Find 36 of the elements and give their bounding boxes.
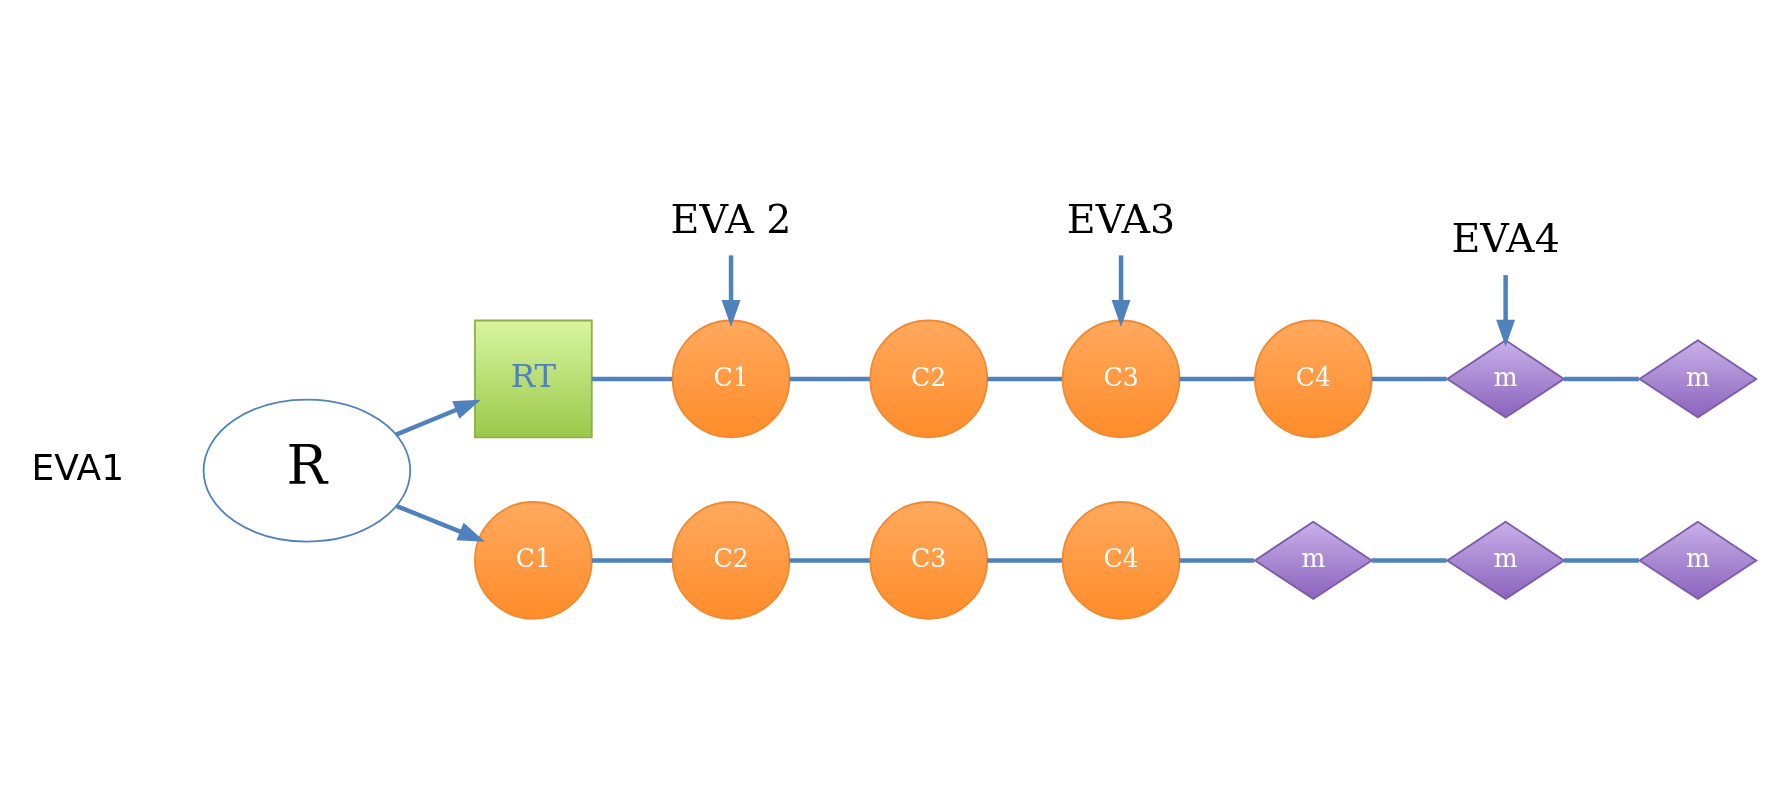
- arrow: [1496, 274, 1516, 347]
- connector: [987, 376, 1062, 381]
- node-circle: C2: [869, 319, 989, 438]
- arrow: [721, 254, 741, 327]
- arrow: [395, 399, 481, 437]
- connector: [789, 557, 870, 563]
- node-ellipse: R: [202, 398, 412, 542]
- node-circle: C1: [474, 500, 593, 620]
- node-circle: C1: [671, 319, 791, 438]
- arrow: [395, 503, 486, 542]
- node-circle: C4: [1061, 500, 1181, 620]
- node-diamond: m: [1445, 338, 1566, 419]
- connector: [591, 376, 673, 381]
- connector: [1179, 376, 1255, 381]
- label: EVA1: [31, 446, 124, 488]
- connector: [789, 376, 870, 381]
- connector: [591, 557, 673, 563]
- connector: [1371, 376, 1447, 381]
- node-diamond: m: [1253, 520, 1374, 600]
- node-circle: C4: [1254, 319, 1373, 438]
- connector: [1179, 557, 1255, 563]
- node-text: EVA 2: [670, 195, 792, 242]
- node-diamond: m: [1637, 338, 1758, 419]
- node-text: EVA3: [1066, 195, 1176, 242]
- node-diamond: m: [1445, 520, 1566, 600]
- node-circle: C3: [869, 500, 989, 620]
- node-box: RT: [474, 319, 593, 438]
- node-text: EVA4: [1451, 214, 1560, 261]
- connector: [1564, 557, 1639, 563]
- connector: [987, 557, 1062, 563]
- arrow: [1111, 254, 1131, 327]
- node-diamond: m: [1637, 520, 1758, 600]
- connector: [1564, 376, 1639, 381]
- node-circle: C2: [671, 500, 791, 620]
- node-circle: C3: [1061, 319, 1181, 438]
- connector: [1371, 557, 1447, 563]
